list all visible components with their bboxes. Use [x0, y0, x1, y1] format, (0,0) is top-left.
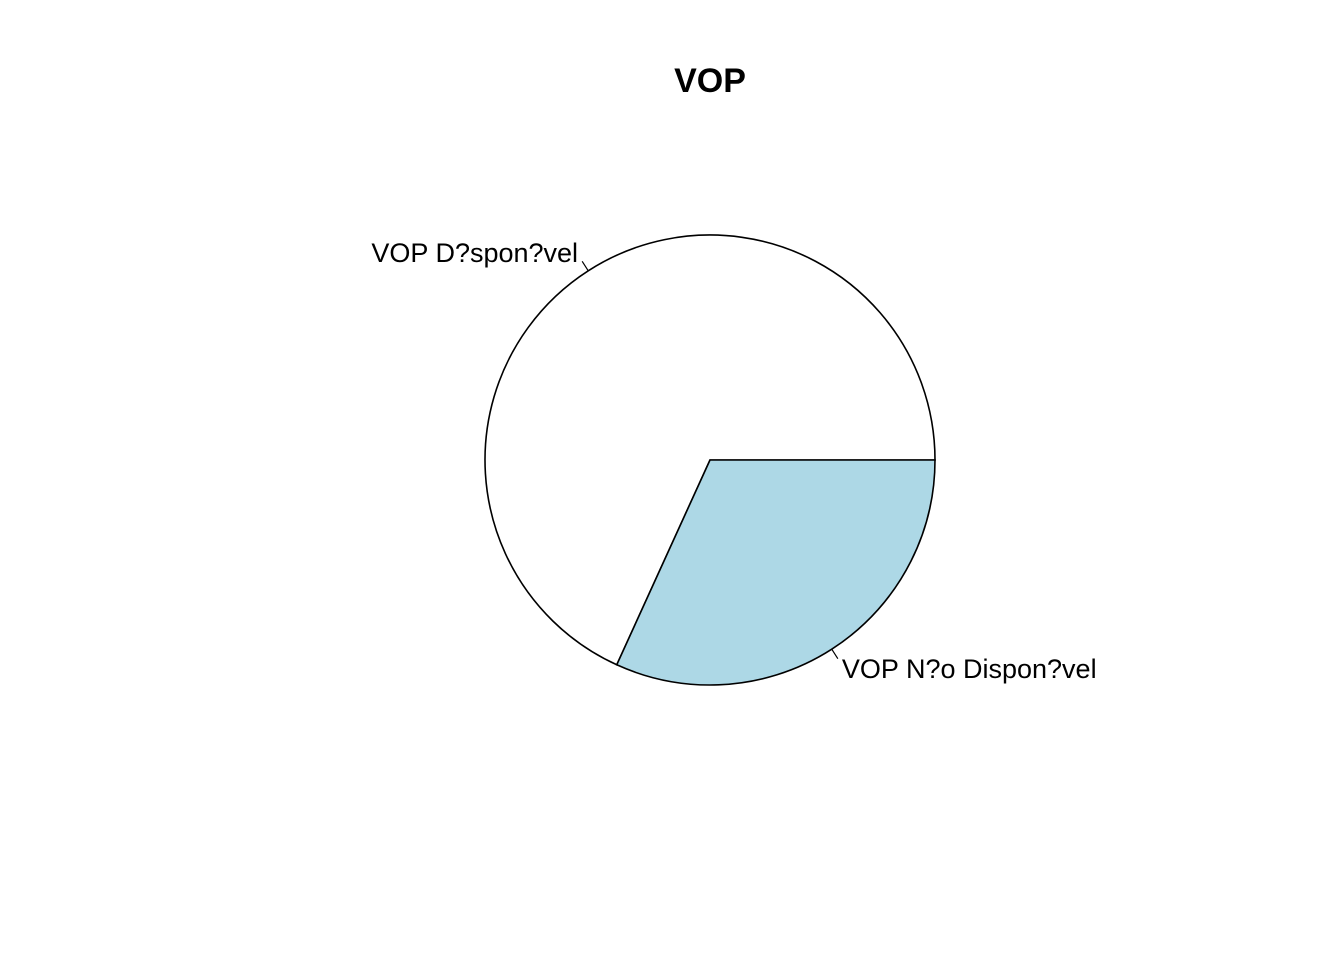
label-leader-line-1	[581, 261, 589, 272]
chart-title: VOP	[674, 62, 746, 100]
pie-slices	[484, 234, 936, 686]
pie-slice-2	[615, 459, 936, 686]
slice-label-1: VOP D?spon?vel	[371, 238, 578, 268]
slice-label-2: VOP N?o Dispon?vel	[842, 654, 1097, 684]
label-leader-line-2	[831, 648, 839, 659]
